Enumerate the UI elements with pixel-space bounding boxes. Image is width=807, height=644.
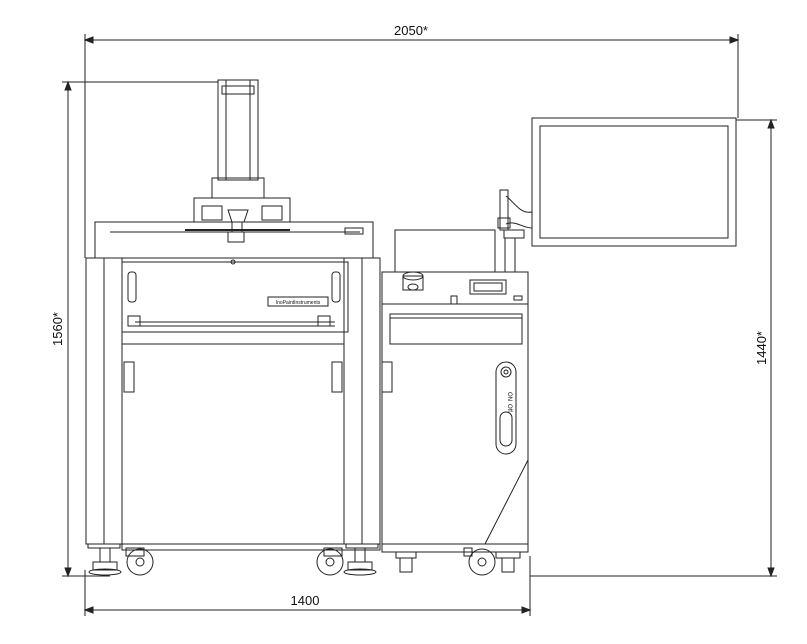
monitor <box>531 117 737 247</box>
switch-off-label: Off <box>506 404 512 412</box>
machine-bench-frame <box>94 221 374 259</box>
brand-plate-text: InoPaintInstruments <box>276 300 321 306</box>
dimension-text-1400: 1400 <box>291 593 320 608</box>
key-switch <box>448 295 460 305</box>
left-leg <box>85 257 123 549</box>
lower-cabinet <box>121 331 381 551</box>
display-panel <box>469 279 523 301</box>
casters-control-cabinet <box>395 547 521 576</box>
dimension-left-height: 1560* <box>50 80 218 578</box>
power-switch: ON Off <box>495 361 517 455</box>
emergency-stop-knob <box>402 271 424 291</box>
right-leg <box>343 257 381 549</box>
measuring-table <box>121 259 349 333</box>
switch-on-label: ON <box>506 392 512 401</box>
monitor-arm <box>497 189 533 273</box>
dimension-text-1560: 1560* <box>50 312 65 346</box>
brand-plate: InoPaintInstruments <box>267 296 329 307</box>
leveling-feet <box>88 547 377 576</box>
dimension-text-1440: 1440* <box>754 331 769 365</box>
vertical-column <box>193 79 291 243</box>
dimension-bottom-width: 1400 <box>83 556 532 616</box>
dimension-right-height: 1440* <box>530 118 777 578</box>
casters-left-bench <box>125 547 344 576</box>
dimension-top-width: 2050* <box>83 23 740 258</box>
dimension-text-2050: 2050* <box>394 23 428 38</box>
